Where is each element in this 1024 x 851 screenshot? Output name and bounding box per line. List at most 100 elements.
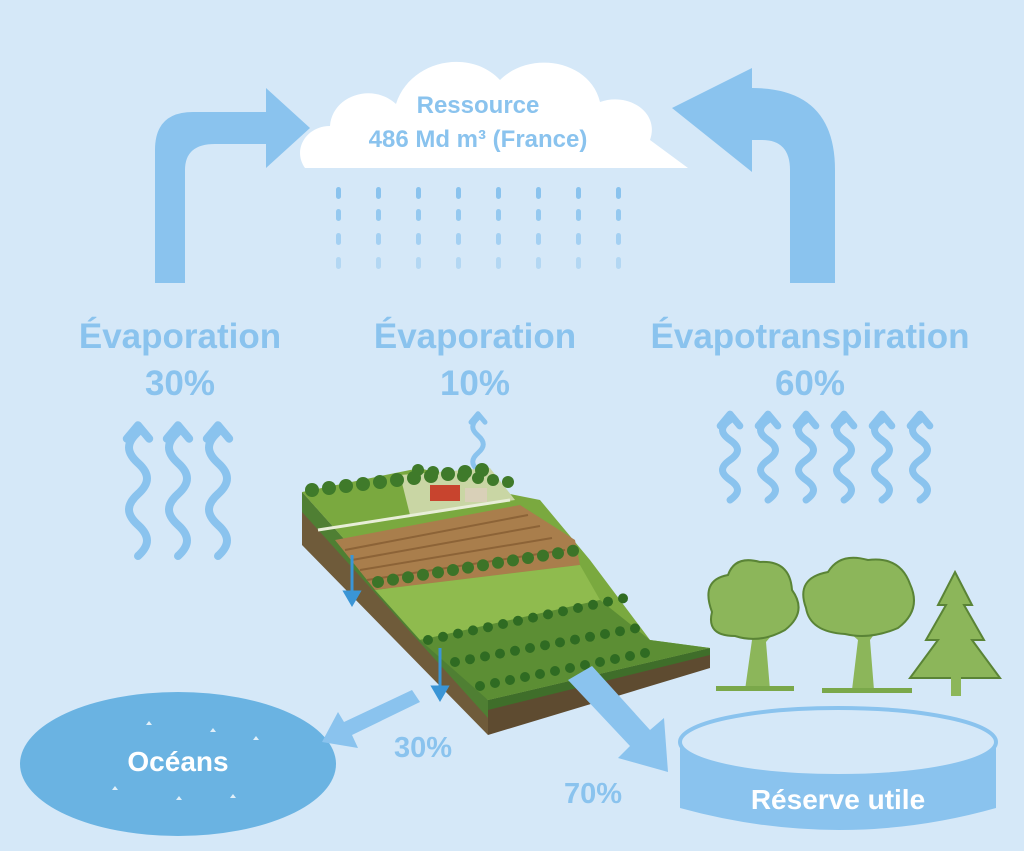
rain-drop: [616, 209, 621, 221]
terrain-bush: [588, 599, 598, 610]
arrow-evapotranspiration: [672, 68, 835, 283]
terrain-bush: [558, 606, 568, 617]
terrain-bush: [462, 561, 474, 574]
terrain-bush: [540, 640, 550, 651]
rain-drop: [456, 233, 461, 245]
rain-drop: [536, 187, 541, 199]
terrain-trees: [305, 463, 650, 691]
rain-drop: [456, 257, 461, 269]
terrain-bush: [417, 568, 429, 581]
rain-drop: [456, 187, 461, 199]
rain-drop: [576, 209, 581, 221]
terrain-bush: [477, 559, 489, 572]
terrain-bush: [513, 615, 523, 626]
terrain-bush: [570, 634, 580, 645]
terrain-bush: [640, 648, 650, 658]
rain-drop: [536, 233, 541, 245]
terrain-bush: [505, 675, 515, 685]
terrain-bush: [475, 681, 485, 691]
terrain-bush: [615, 626, 625, 637]
evapotranspiration-percent: 60%: [774, 364, 846, 403]
terrain-bush: [525, 643, 535, 653]
terrain-bush: [372, 576, 384, 588]
terrain-bush: [305, 483, 319, 497]
terrain-bush: [625, 651, 635, 661]
rain-drop: [376, 233, 381, 245]
oceans-percent: 30%: [393, 732, 453, 764]
wavy-arrow: [716, 410, 744, 504]
terrain-bush: [487, 474, 499, 486]
terrain-bush: [483, 622, 493, 633]
rain-drop: [616, 187, 621, 199]
terrain-bush: [465, 654, 475, 665]
deciduous-tree-1: [707, 559, 800, 691]
wavy-arrow: [754, 410, 782, 504]
terrain-bush: [595, 657, 605, 667]
evaporation-left-label: Évaporation: [78, 317, 282, 356]
terrain-bush: [585, 631, 595, 642]
conifer-tree: [908, 569, 1002, 696]
rain-drop: [576, 233, 581, 245]
rain-drop: [336, 233, 341, 245]
evaporation-center-label: Évaporation: [373, 317, 577, 356]
terrain-bush: [438, 631, 448, 642]
terrain-bush: [432, 566, 444, 579]
rain-drop: [496, 187, 501, 199]
terrain-bush: [390, 473, 404, 487]
rain-drop: [376, 257, 381, 269]
terrain-bush: [468, 625, 478, 636]
rain-drop: [336, 257, 341, 269]
rain-drop: [496, 257, 501, 269]
wavy-arrow: [792, 410, 820, 504]
terrain-bush: [495, 648, 505, 659]
rain-drop: [376, 187, 381, 199]
terrain-bush: [603, 596, 613, 607]
wavy-arrow: [830, 410, 858, 504]
rain-drop: [456, 209, 461, 221]
terrain-bush: [555, 637, 565, 648]
terrain-bush: [450, 657, 460, 667]
terrain-bush: [339, 479, 353, 493]
terrain-bush: [630, 623, 640, 634]
rain-drop: [536, 257, 541, 269]
wavy-arrow: [868, 410, 896, 504]
rain-drop: [576, 257, 581, 269]
rain-drop: [416, 233, 421, 245]
rain-drops: [336, 187, 621, 269]
rain-drop: [376, 209, 381, 221]
terrain-bush: [387, 573, 399, 586]
reserve-cylinder: [678, 706, 998, 830]
cloud-shape: [300, 61, 688, 169]
terrain-bush: [412, 464, 424, 476]
terrain-bush: [373, 475, 387, 489]
terrain-bush: [528, 612, 538, 623]
deciduous-tree-2: [802, 556, 915, 693]
wavy-arrow: [122, 421, 154, 560]
terrain-bush: [498, 619, 508, 629]
rain-drop: [616, 233, 621, 245]
ocean-ellipse: [20, 692, 336, 836]
arrow-runoff-oceans: [322, 690, 420, 748]
cloud-resource-amount: 486 Md m³ (France): [368, 126, 588, 153]
wavy-arrow: [162, 421, 194, 560]
infiltration-arrows: [342, 555, 450, 702]
terrain-bush: [567, 544, 579, 557]
wavy-evaporation-arrows: [122, 410, 934, 560]
terrain-bush: [537, 549, 549, 562]
terrain-bush: [423, 635, 433, 645]
terrain-bush: [453, 628, 463, 639]
evaporation-left-percent: 30%: [144, 364, 216, 403]
terrain-bush: [427, 466, 439, 478]
reserve-label: Réserve utile: [750, 784, 926, 815]
rain-drop: [416, 209, 421, 221]
terrain-bush: [610, 654, 620, 664]
terrain-bush: [565, 663, 575, 673]
rain-drop: [576, 187, 581, 199]
rain-drop: [496, 209, 501, 221]
terrain-bush: [356, 477, 370, 491]
wavy-arrow: [906, 410, 934, 504]
terrain-bush: [402, 571, 414, 584]
terrain-bush: [543, 609, 553, 620]
